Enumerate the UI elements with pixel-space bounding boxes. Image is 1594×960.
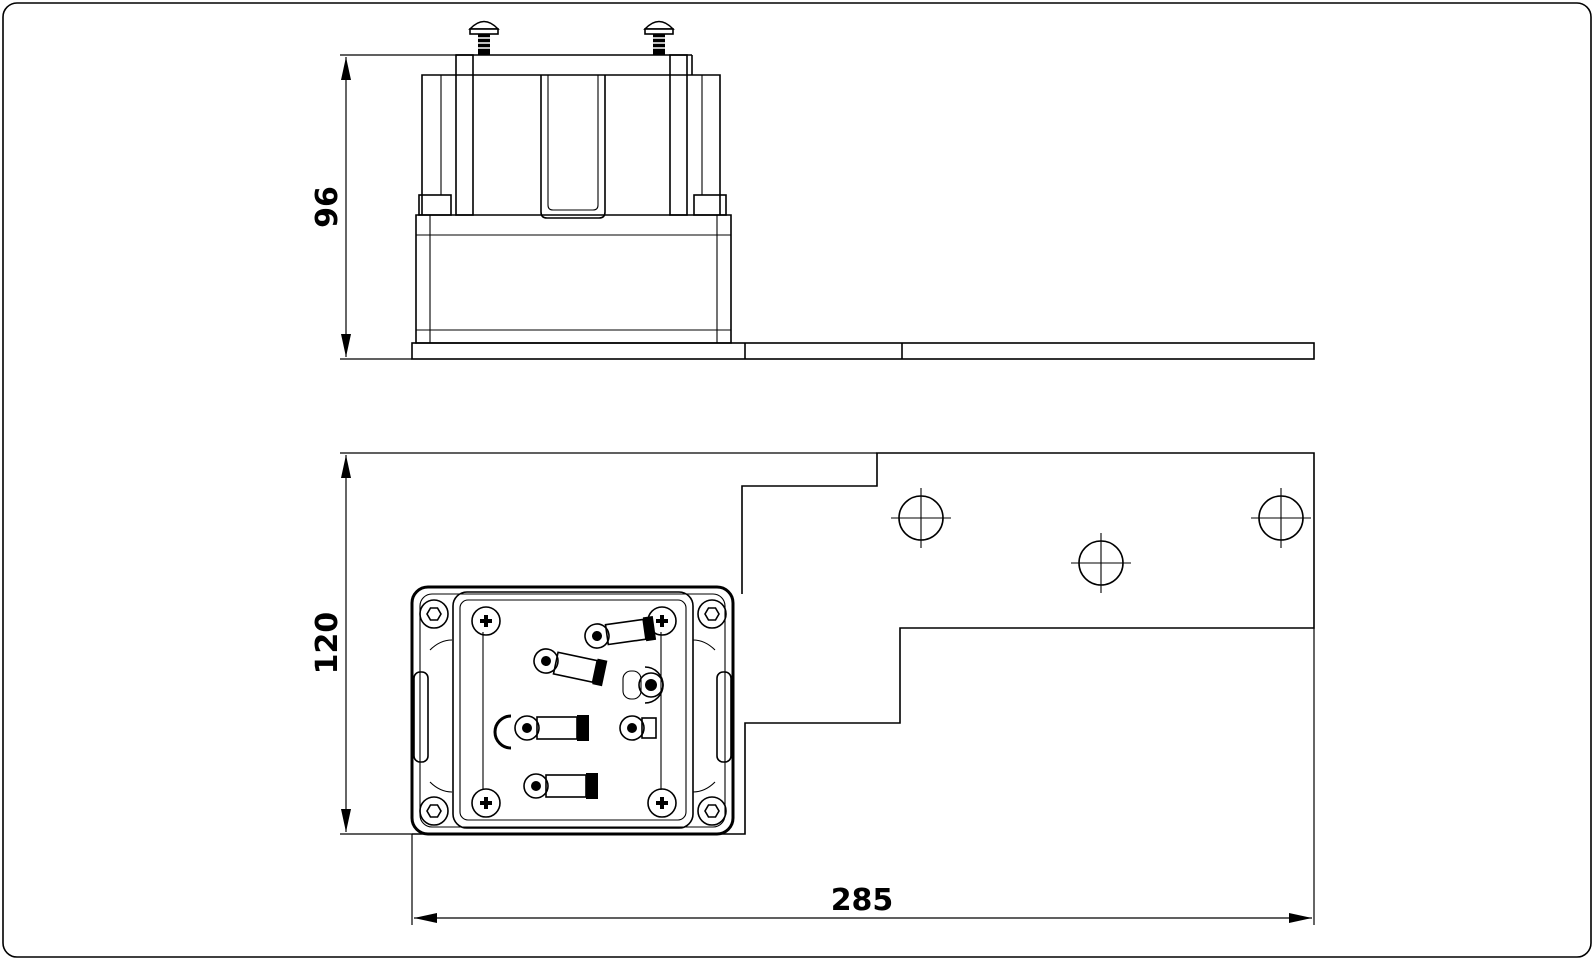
dimension-depth: 120 (310, 452, 877, 835)
top-view (410, 452, 1315, 836)
top-enclosure (410, 585, 735, 836)
side-post-right (669, 54, 688, 216)
side-post-left (455, 54, 474, 216)
phillips-screw-icon (471, 606, 677, 818)
dimension-depth-label: 120 (310, 612, 345, 675)
dimension-width: 285 (411, 628, 1315, 925)
side-baseplate (411, 342, 1315, 360)
mounting-hole-1 (891, 488, 951, 548)
mounting-hole-3 (1251, 488, 1311, 548)
side-center-slot (540, 75, 606, 219)
top-bracket-plate (412, 452, 1315, 835)
cable-gland-icon (493, 616, 664, 799)
dimension-height: 96 (310, 54, 456, 360)
side-body-lower (415, 214, 732, 344)
hex-bolt-icon (419, 599, 727, 826)
side-screw-left (468, 20, 500, 55)
dimension-width-label: 285 (831, 883, 894, 918)
dimension-height-label: 96 (310, 186, 345, 228)
mounting-hole-2 (1071, 533, 1131, 593)
side-lid (421, 74, 721, 215)
side-screw-right (643, 20, 675, 55)
side-view (411, 20, 1315, 360)
